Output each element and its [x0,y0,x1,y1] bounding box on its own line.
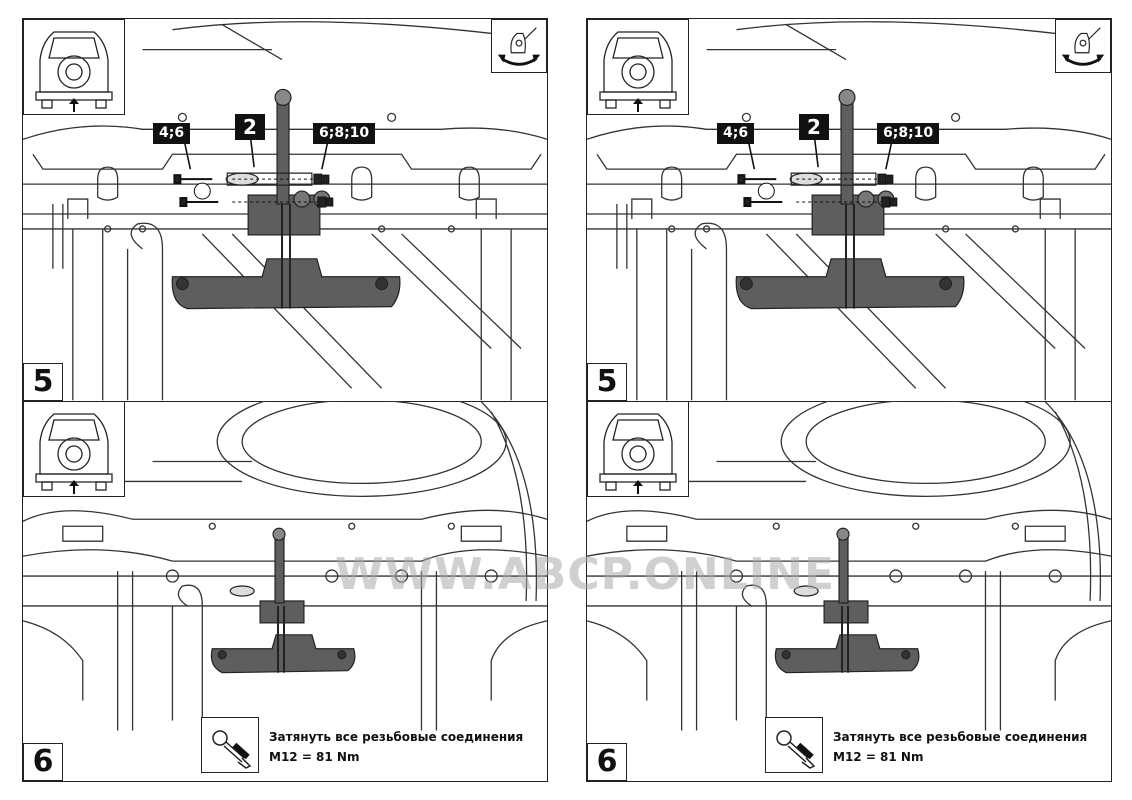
torque-value: M12 = 81 Nm [833,750,924,764]
towbar-crossbeam [735,258,965,310]
towbar-bracket [225,88,331,309]
car-rear-view-icon [587,19,689,115]
torque-wrench-icon [201,717,259,773]
step-5-drawing [23,21,547,401]
step-6-panel: Затянуть все резьбовые соединения M12 = … [587,401,1111,781]
step-6-panel: Затянуть все резьбовые соединения M12 = … [23,401,547,781]
instruction-page-left: 4;6 2 6;8;10 5 [22,18,548,782]
step-number: 5 [587,363,627,401]
step-5-drawing [587,21,1111,401]
torque-instruction: Затянуть все резьбовые соединения M12 = … [833,727,1087,767]
step-6-drawing [23,401,547,731]
bolts-4-6 [173,174,219,208]
bolts-4-6 [737,174,783,208]
label-bolts: 4;6 [717,123,755,144]
step-number: 5 [23,363,63,401]
instruction-text: Затянуть все резьбовые соединения [833,730,1088,744]
torque-instruction: Затянуть все резьбовые соединения M12 = … [269,727,523,767]
label-nuts: 6;8;10 [313,123,376,144]
car-rear-view-icon [587,401,689,497]
step-5-panel: 4;6 2 6;8;10 5 [23,19,547,402]
step-6-drawing [587,401,1111,731]
car-rear-view-icon [23,401,125,497]
hand-tool-icon [1055,19,1111,73]
hand-tool-icon [491,19,547,73]
instruction-text: Затянуть все резьбовые соединения [269,730,524,744]
nuts-6-8-10 [757,173,898,208]
instruction-page-right: 4;6 2 6;8;10 5 [586,18,1112,782]
label-bracket: 2 [235,114,265,140]
step-5-panel: 4;6 2 6;8;10 5 [587,19,1111,402]
towbar-bracket [789,88,895,309]
step-number: 6 [23,743,63,781]
towbar-assembled [210,527,356,674]
towbar-crossbeam [171,258,401,310]
torque-wrench-icon [765,717,823,773]
towbar-assembled [774,527,920,674]
label-bolts: 4;6 [153,123,191,144]
car-rear-view-icon [23,19,125,115]
step-number: 6 [587,743,627,781]
nuts-6-8-10 [193,173,334,208]
label-bracket: 2 [799,114,829,140]
torque-value: M12 = 81 Nm [269,750,360,764]
label-nuts: 6;8;10 [877,123,940,144]
